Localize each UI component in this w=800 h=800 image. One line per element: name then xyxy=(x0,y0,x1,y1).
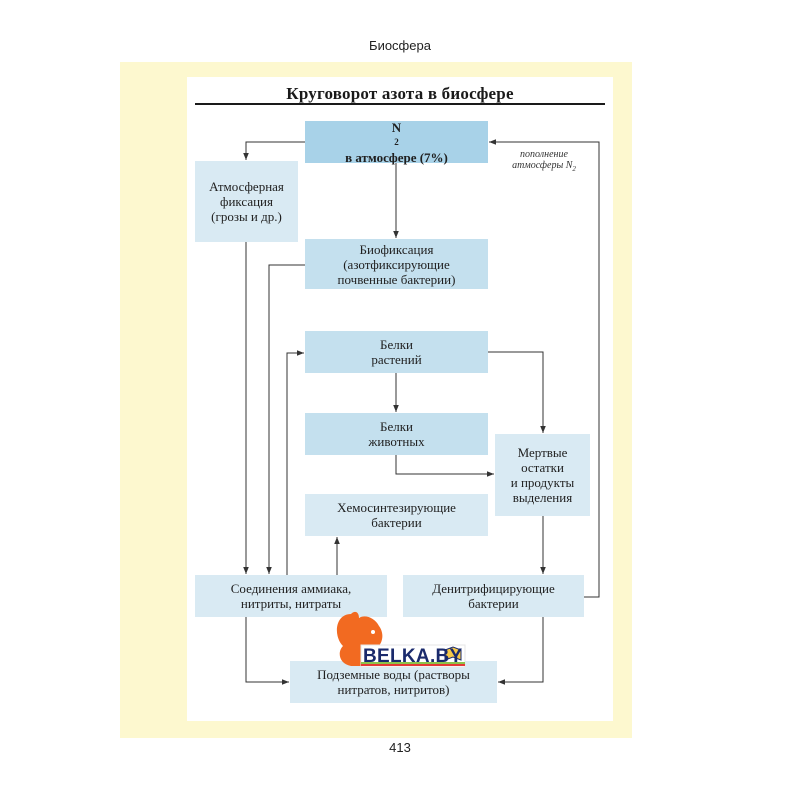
belka-logo: BELKA.BY xyxy=(333,606,468,668)
node-plant-proteins: Белки растений xyxy=(305,331,488,373)
biofixation-line: (азотфиксирующие xyxy=(343,256,450,272)
arrow-plants-to-dead xyxy=(488,351,546,433)
chemosynthetic-line: Хемосинтезирующие xyxy=(337,500,456,515)
atmospheric-fixation-line: Атмосферная xyxy=(209,179,284,194)
node-denitrifying-bacteria: Денитрифицирующие бактерии xyxy=(403,575,584,617)
atmospheric-fixation-line: фиксация xyxy=(220,194,273,209)
arrow-denitrifying-to-n2 xyxy=(489,139,600,598)
n2-label: в атмосфере (7%) xyxy=(345,149,448,165)
diagram-title: Круговорот азота в биосфере xyxy=(286,84,514,103)
arrow-denitrifying-to-groundwater xyxy=(498,617,544,685)
ammonia-line: нитриты, нитраты xyxy=(240,596,342,611)
arrow-ammonia-to-plants xyxy=(286,350,304,575)
groundwater-line: нитратов, нитритов) xyxy=(337,682,450,697)
plant-proteins-line: растений xyxy=(371,352,422,367)
node-biofixation: Биофиксация (азотфиксирующие почвенные б… xyxy=(305,239,488,289)
node-chemosynthetic-bacteria: Хемосинтезирующие бактерии xyxy=(305,494,488,536)
n2-symbol: N xyxy=(391,119,402,135)
animal-proteins-line: Белки xyxy=(379,419,413,434)
dead-remains-line: выделения xyxy=(512,490,573,505)
biofixation-line: Биофиксация xyxy=(359,241,434,257)
node-dead-remains: Мертвые остатки и продукты выделения xyxy=(495,434,590,516)
arrow-ammonia-to-groundwater xyxy=(245,617,289,685)
note-line: атмосферы N xyxy=(512,160,573,171)
page-number: 413 xyxy=(389,740,411,755)
denitrifying-line: бактерии xyxy=(468,596,519,611)
arrow-n2-to-atmospheric-fixation xyxy=(243,141,305,160)
arrow-biofix-to-ammonia xyxy=(266,264,305,574)
plant-proteins-line: Белки xyxy=(380,337,413,352)
note-subscript: 2 xyxy=(572,165,576,173)
ammonia-line: Соединения аммиака, xyxy=(230,581,352,596)
squirrel-icon xyxy=(336,611,466,668)
arrow-animals-to-dead xyxy=(395,455,494,477)
atmospheric-fixation-line: (грозы и др.) xyxy=(211,209,282,224)
dead-remains-line: Мертвые xyxy=(517,445,568,460)
n2-subscript: 2 xyxy=(394,136,399,147)
biofixation-line: почвенные бактерии) xyxy=(337,271,456,287)
denitrifying-line: Денитрифицирующие xyxy=(432,581,555,596)
chemosynthetic-line: бактерии xyxy=(371,515,422,530)
page-header: Биосфера xyxy=(369,38,431,53)
dead-remains-line: и продукты xyxy=(510,475,575,490)
replenishment-note: пополнение атмосферы N2 xyxy=(496,149,592,175)
node-animal-proteins: Белки животных xyxy=(305,413,488,455)
node-groundwater: Подземные воды (растворы нитратов, нитри… xyxy=(290,661,497,703)
animal-proteins-line: животных xyxy=(368,434,425,449)
node-atmospheric-fixation: Атмосферная фиксация (грозы и др.) xyxy=(195,161,298,242)
note-line: пополнение xyxy=(520,149,568,160)
title-rule xyxy=(195,103,605,105)
groundwater-line: Подземные воды (растворы xyxy=(317,667,470,682)
logo-text: BELKA.BY xyxy=(363,646,463,667)
node-ammonia-compounds: Соединения аммиака, нитриты, нитраты xyxy=(195,575,387,617)
dead-remains-line: остатки xyxy=(521,460,564,475)
